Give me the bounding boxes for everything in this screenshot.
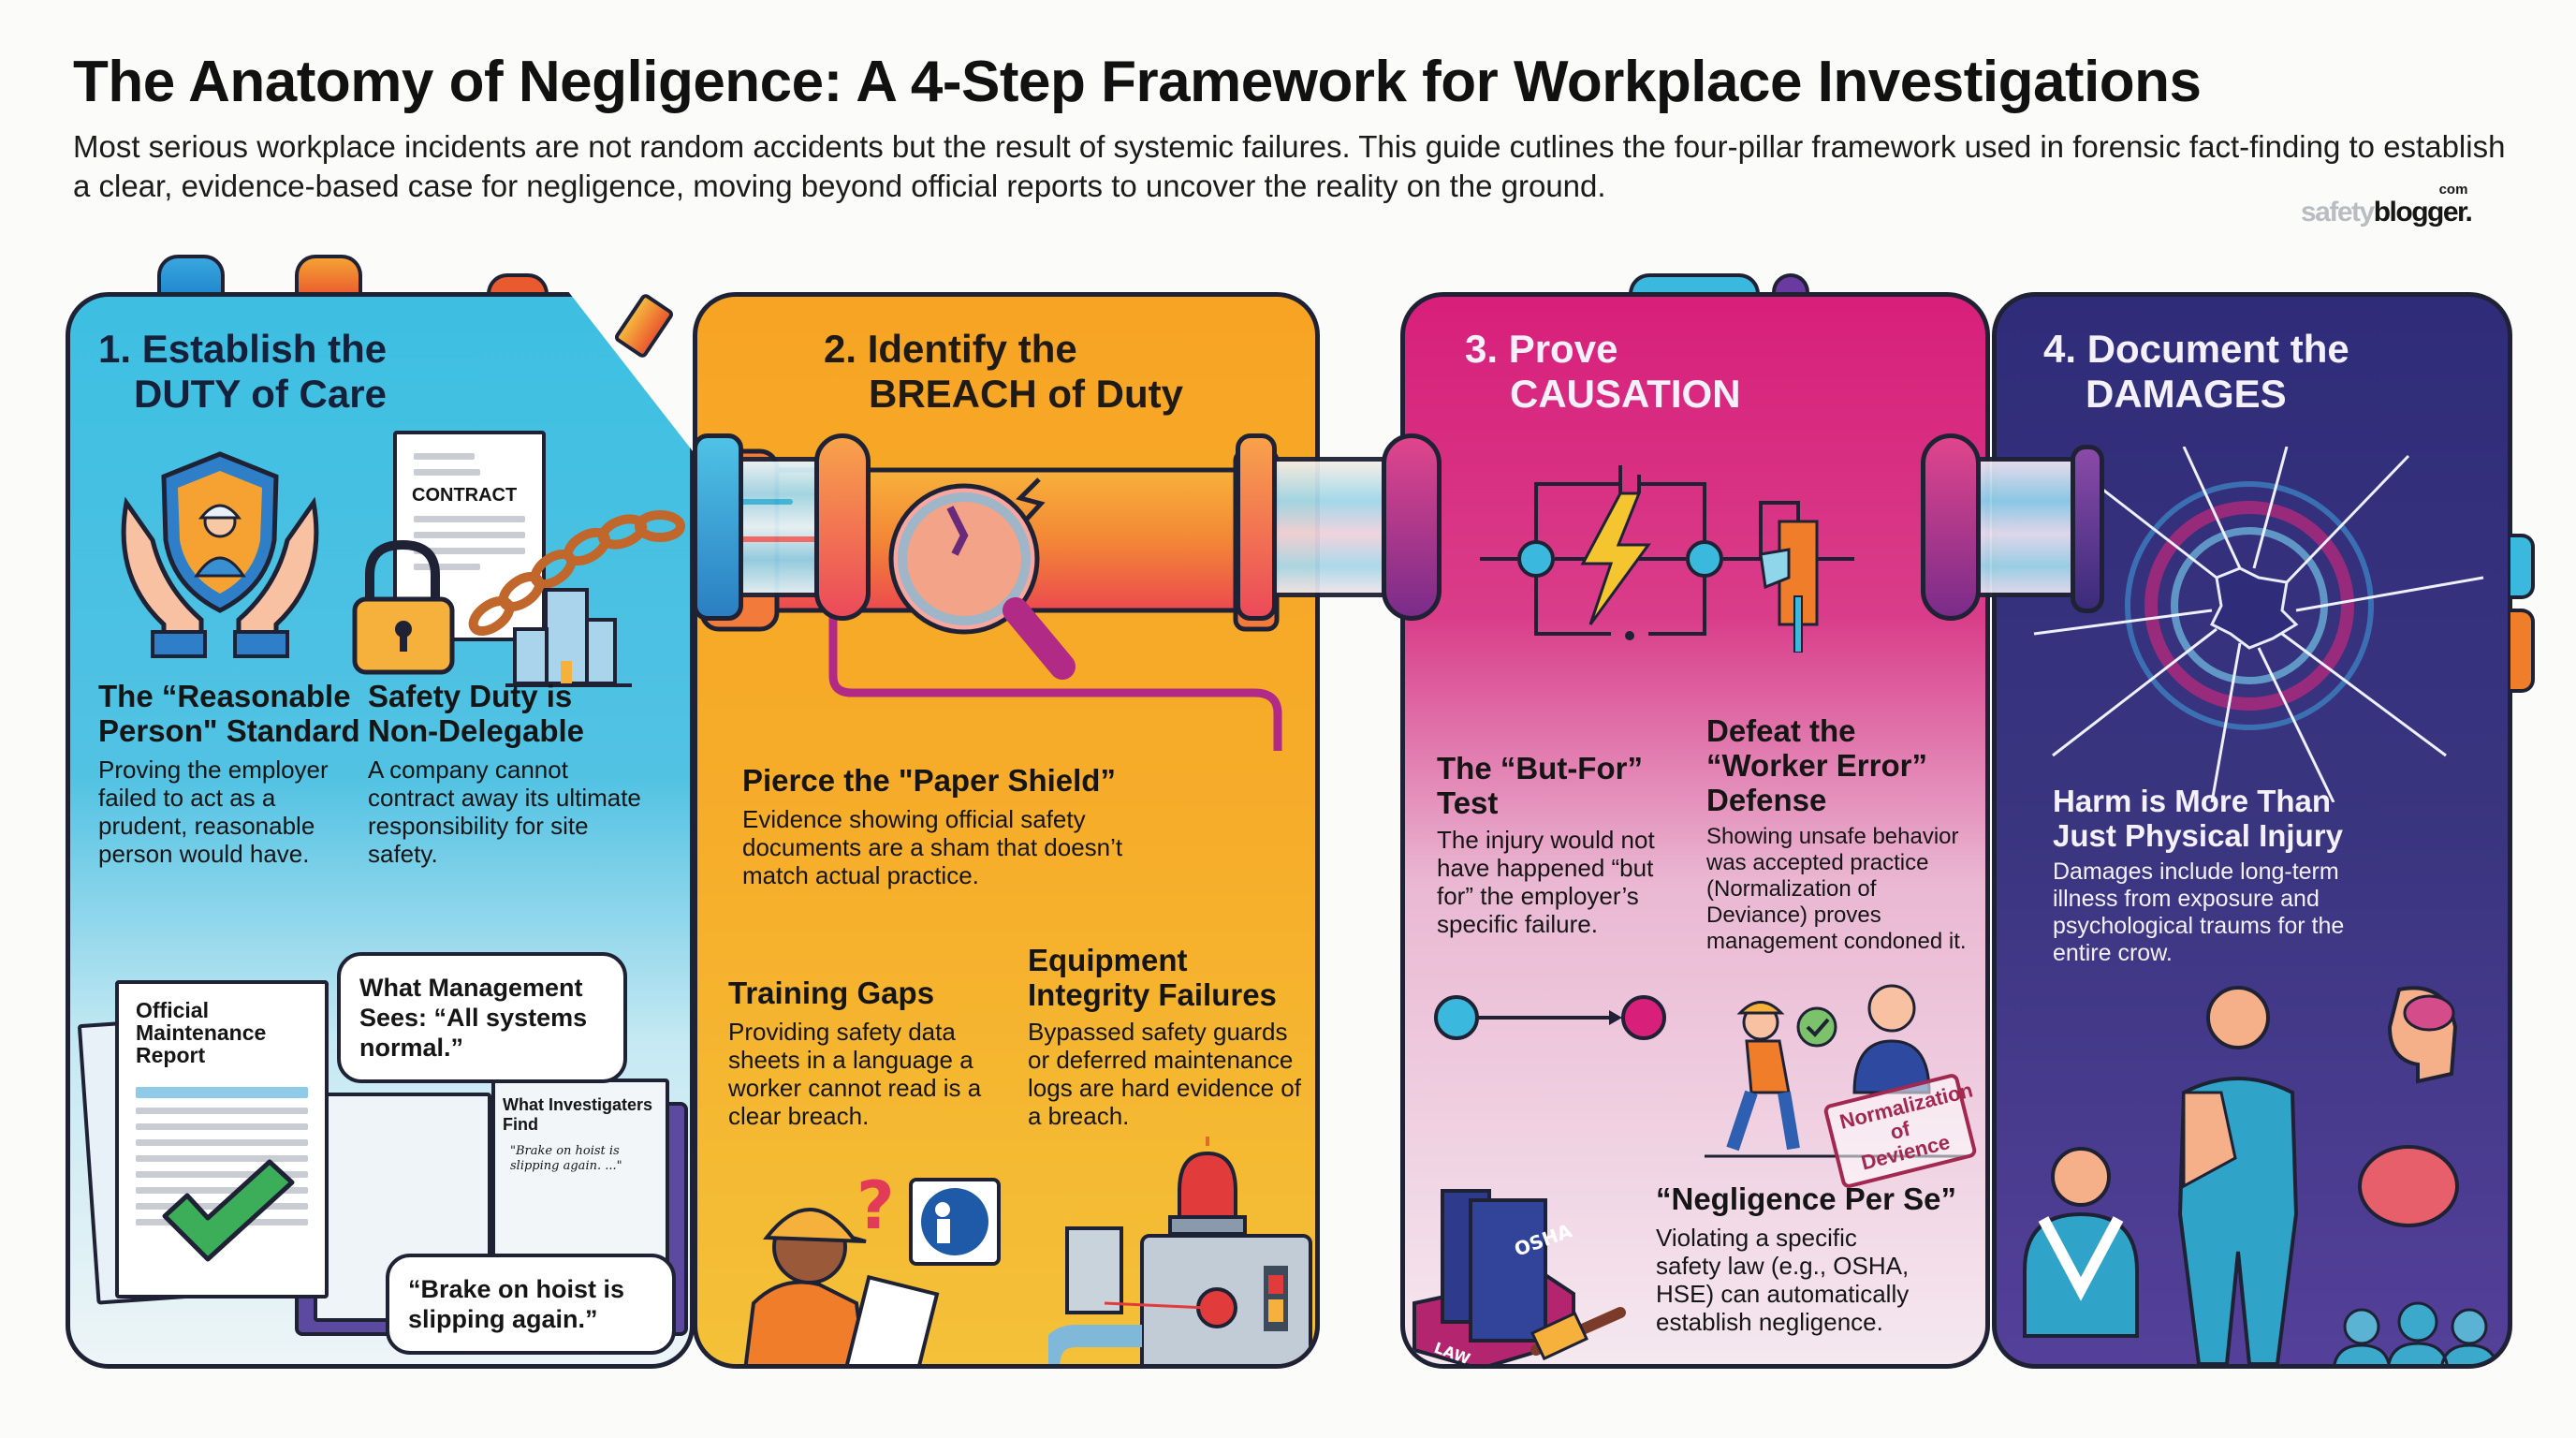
- pipe-flange-orange-right: [1236, 433, 1277, 621]
- step-3-title-line-1: 3. Prove: [1465, 327, 1618, 371]
- step-3-title-line-2: CAUSATION: [1510, 372, 1741, 416]
- folder-tab-orange-side: [2510, 609, 2535, 693]
- cause-effect-arrow-icon: [1434, 995, 1666, 1040]
- but-for-test-heading: The “But-For” Test: [1437, 751, 1643, 820]
- logbook-title: What Investigaters Find: [503, 1095, 653, 1134]
- reasonable-person-heading: The “Reasonable Person" Standard: [98, 679, 360, 748]
- step-2-card: 2. Identify the BREACH of Duty Pierce th…: [693, 292, 1320, 1369]
- pipe-flange-purple: [2071, 445, 2104, 613]
- step-1-title-line-1: 1. Establish the: [98, 327, 388, 371]
- worker-error-body: Showing unsafe behavior was accepted pra…: [1706, 824, 1967, 954]
- connector-pipe-3-4: [1966, 457, 2078, 597]
- shattered-glass-icon: [2033, 447, 2484, 802]
- step-4-title-line-1: 4. Document the: [2043, 327, 2349, 371]
- pipe-flange-orange: [814, 433, 871, 621]
- training-gaps-body: Providing safety data sheets in a langua…: [728, 1018, 982, 1130]
- step-4-title-line-2: DAMAGES: [2086, 372, 2287, 416]
- equipment-failures-body: Bypassed safety guards or deferred maint…: [1028, 1018, 1301, 1130]
- folder-tab-blue: [157, 255, 225, 296]
- page-subtitle: Most serious workplace incidents are not…: [73, 129, 2506, 203]
- official-report-title: Official Maintenance Report: [136, 998, 267, 1067]
- logo-suffix: com: [2438, 182, 2468, 198]
- green-check-icon: [162, 1159, 295, 1262]
- step-1-card: 1. Establish the DUTY of Care CONTRACT: [66, 292, 695, 1369]
- step-2-title-line-2: BREACH of Duty: [869, 372, 1183, 416]
- step-1-title-line-2: DUTY of Care: [134, 372, 387, 416]
- harm-body: Damages include long-term illness from e…: [2053, 858, 2345, 966]
- training-gaps-heading: Training Gaps: [728, 976, 935, 1010]
- paper-shield-body: Evidence showing official safety documen…: [742, 805, 1123, 889]
- non-delegable-heading: Safety Duty is Non-Delegable: [368, 679, 585, 748]
- but-for-test-body: The injury would not have happened “but …: [1437, 826, 1655, 938]
- worker-manager-icon: [1705, 984, 1967, 1158]
- handwritten-note: "Brake on hoist is slipping again. ...": [510, 1144, 622, 1173]
- padlock-chain-building-icon: [352, 510, 685, 687]
- logo-part-1: safety: [2301, 197, 2375, 227]
- step-4-card: 4. Document the DAMAGES Harm is More Tha…: [1992, 292, 2512, 1369]
- negligence-per-se-body: Violating a specific safety law (e.g., O…: [1656, 1224, 1910, 1336]
- negligence-per-se-heading: “Negligence Per Se”: [1656, 1181, 1956, 1216]
- brand-logo: safetyblogger. com: [2301, 182, 2473, 228]
- management-speech-bubble: What Management Sees: “All systems norma…: [337, 952, 627, 1083]
- contract-label: CONTRACT: [412, 485, 518, 506]
- step-2-title-line-1: 2. Identify the: [824, 327, 1077, 371]
- pipe-flange-magenta: [1382, 433, 1442, 621]
- damages-illustration-icon: [2023, 986, 2498, 1364]
- paper-shield-heading: Pierce the "Paper Shield”: [742, 763, 1116, 798]
- worker-error-heading: Defeat the “Worker Error” Defense: [1706, 713, 1927, 817]
- circuit-diagram-icon: [1480, 465, 1854, 653]
- logo-part-2: blogger.: [2373, 197, 2473, 227]
- flag-icon: [612, 291, 676, 360]
- confused-worker-icon: ?: [743, 1167, 1001, 1364]
- equipment-failures-heading: Equipment Integrity Failures: [1028, 943, 1277, 1012]
- harm-heading: Harm is More Than Just Physical Injury: [2053, 784, 2343, 853]
- alarm-machine-icon: [1048, 1137, 1312, 1364]
- shield-worker-icon: [121, 451, 319, 658]
- page-title: The Anatomy of Negligence: A 4-Step Fram…: [73, 50, 2202, 114]
- non-delegable-body: A company cannot contract away its ultim…: [368, 756, 641, 868]
- pipe-flange-blue: [693, 433, 743, 621]
- law-books-gavel-icon: LAW OSHA: [1412, 1189, 1626, 1364]
- reasonable-person-body: Proving the employer failed to act as a …: [98, 756, 329, 868]
- pipe-flange-magenta-right: [1921, 433, 1981, 621]
- investigator-speech-bubble: “Brake on hoist is slipping again.”: [386, 1254, 676, 1355]
- svg-text:?: ?: [856, 1167, 895, 1244]
- step-3-card: 3. Prove CAUSATION The “But-For” Test Th…: [1400, 292, 1990, 1369]
- folder-tab-cyan-side: [2510, 534, 2535, 599]
- folder-tab-orange: [295, 255, 362, 296]
